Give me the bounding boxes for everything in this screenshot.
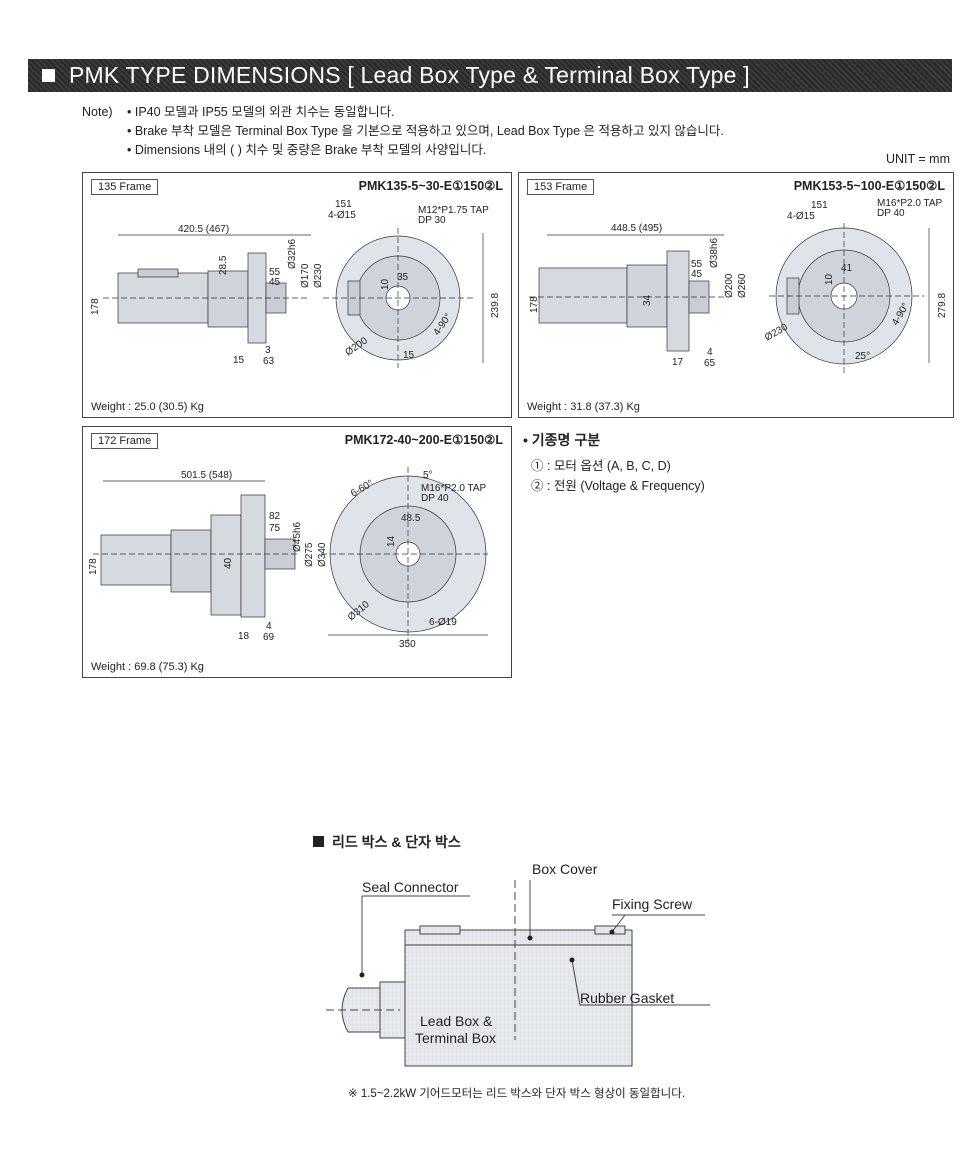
dim-holes: 4-Ø15	[787, 211, 815, 222]
dim-4: 4	[266, 621, 272, 632]
note-label: Note)	[82, 105, 113, 119]
dim-17: 17	[672, 357, 684, 368]
frame-tag: 135 Frame	[91, 179, 159, 195]
dim-length: 448.5 (495)	[611, 223, 662, 234]
frame-172-panel: 172 Frame PMK172-40~200-E①150②L 501.5 (5…	[82, 426, 512, 678]
note-line-1: • IP40 모델과 IP55 모델의 외관 치수는 동일합니다.	[127, 105, 395, 119]
square-bullet-icon	[42, 69, 55, 82]
dim-45: 45	[269, 277, 281, 288]
dim-279-8: 279.8	[937, 293, 948, 318]
dim-55: 55	[691, 259, 703, 270]
note-line-2: • Brake 부착 모델은 Terminal Box Type 을 기본으로 …	[127, 124, 724, 138]
dim-holes6: 6-Ø19	[429, 617, 457, 628]
frame-153-panel: 153 Frame PMK153-5~100-E①150②L 448.5 (49…	[518, 172, 954, 418]
dim-34: 34	[642, 294, 653, 306]
notes: Note) • IP40 모델과 IP55 모델의 외관 치수는 동일합니다. •…	[82, 103, 724, 160]
frame-tag: 153 Frame	[527, 179, 595, 195]
legend-item-2: ② : 전원 (Voltage & Frequency)	[531, 479, 705, 493]
note-line-3: • Dimensions 내의 ( ) 치수 및 중량은 Brake 부착 모델…	[127, 143, 487, 157]
model-code-legend: • 기종명 구분 ① : 모터 옵션 (A, B, C, D) ② : 전원 (…	[523, 430, 705, 496]
dim-350: 350	[399, 639, 416, 650]
frame-153-drawing: 448.5 (495) 151 4-Ø15 M16*P2.0 TAP DP 40…	[529, 198, 948, 373]
legend-item-1: ① : 모터 옵션 (A, B, C, D)	[531, 459, 671, 473]
dim-flange: Ø230	[313, 263, 324, 288]
dim-tap: M16*P2.0 TAP	[877, 198, 943, 209]
dim-18: 18	[238, 631, 250, 642]
dim-40: 40	[223, 557, 234, 569]
dim-pcd: Ø200	[724, 273, 735, 298]
dim-25: 25°	[855, 351, 870, 362]
dim-178: 178	[88, 558, 99, 575]
leadbox-title-text: 리드 박스 & 단자 박스	[332, 834, 461, 850]
dim-178: 178	[529, 296, 540, 313]
dim-55: 55	[269, 267, 281, 278]
rubber-gasket-label: Rubber Gasket	[580, 990, 675, 1006]
dim-length: 420.5 (467)	[178, 224, 229, 235]
dim-14: 14	[386, 535, 397, 547]
dim-178: 178	[90, 298, 101, 315]
dim-10: 10	[380, 278, 391, 290]
unit-label: UNIT = mm	[885, 152, 950, 166]
leadbox-title: 리드 박스 & 단자 박스	[313, 832, 461, 852]
legend-heading: • 기종명 구분	[523, 432, 601, 448]
dim-pcd: Ø170	[300, 263, 311, 288]
frame-tag: 172 Frame	[91, 433, 159, 449]
dim-3: 3	[265, 345, 271, 356]
dim-69: 69	[263, 632, 275, 643]
dim-4: 4	[707, 347, 713, 358]
dim-41: 41	[841, 263, 853, 274]
weight-label: Weight : 25.0 (30.5) Kg	[91, 401, 204, 413]
weight-label: Weight : 31.8 (37.3) Kg	[527, 401, 640, 413]
square-bullet-icon	[313, 836, 324, 847]
dim-82: 82	[269, 511, 281, 522]
dim-dp: DP 40	[877, 208, 905, 219]
dim-151: 151	[335, 199, 352, 210]
leadbox-main-label-2: Terminal Box	[415, 1030, 496, 1046]
dim-63: 63	[263, 356, 275, 367]
dim-dp: DP 40	[421, 493, 449, 504]
dim-28-5: 28.5	[218, 255, 229, 275]
dim-15: 15	[233, 355, 245, 366]
dim-75: 75	[269, 523, 281, 534]
dim-flange: Ø340	[317, 542, 328, 567]
dim-45: 45	[691, 269, 703, 280]
dim-48-5: 48.5	[401, 513, 421, 524]
dim-length: 501.5 (548)	[181, 470, 232, 481]
dim-shaft: Ø45h6	[292, 522, 303, 552]
leadbox-main-label-1: Lead Box &	[420, 1013, 493, 1029]
model-code: PMK172-40~200-E①150②L	[344, 433, 503, 447]
dim-151: 151	[811, 200, 828, 211]
dim-65: 65	[704, 358, 716, 369]
page-title: PMK TYPE DIMENSIONS [ Lead Box Type & Te…	[69, 62, 750, 88]
seal-connector-label: Seal Connector	[362, 879, 459, 895]
dim-tap: M16*P2.0 TAP	[421, 483, 487, 494]
dim-5deg: 5°	[423, 470, 433, 481]
box-cover-label: Box Cover	[532, 861, 598, 877]
dim-shaft: Ø32h6	[287, 239, 298, 269]
dim-shaft: Ø38h6	[709, 238, 720, 268]
dim-10: 10	[824, 273, 835, 285]
dim-holes: 4-Ø15	[328, 210, 356, 221]
fixing-screw-label: Fixing Screw	[612, 896, 693, 912]
dim-flange: Ø260	[737, 273, 748, 298]
dim-pcd: Ø275	[304, 542, 315, 567]
dim-dp: DP 30	[418, 215, 446, 226]
dim-tap: M12*P1.75 TAP	[418, 205, 489, 216]
frame-135-panel: 135 Frame PMK135-5~30-E①150②L 420.5 (467…	[82, 172, 512, 418]
dim-239-8: 239.8	[490, 293, 501, 318]
frame-135-drawing: 420.5 (467) 151 4-Ø15 M12*P1.75 TAP DP 3…	[90, 199, 501, 368]
weight-label: Weight : 69.8 (75.3) Kg	[91, 661, 204, 673]
section-banner: PMK TYPE DIMENSIONS [ Lead Box Type & Te…	[28, 59, 952, 92]
dim-15b: 15	[403, 350, 415, 361]
dim-35: 35	[397, 272, 409, 283]
frame-172-drawing: 501.5 (548) 6-60° 5° M16*P2.0 TAP DP 40 …	[88, 467, 488, 650]
model-code: PMK135-5~30-E①150②L	[358, 179, 503, 193]
model-code: PMK153-5~100-E①150②L	[793, 179, 945, 193]
footnote: ※ 1.5~2.2kW 기어드모터는 리드 박스와 단자 박스 형상이 동일합니…	[348, 1088, 686, 1100]
